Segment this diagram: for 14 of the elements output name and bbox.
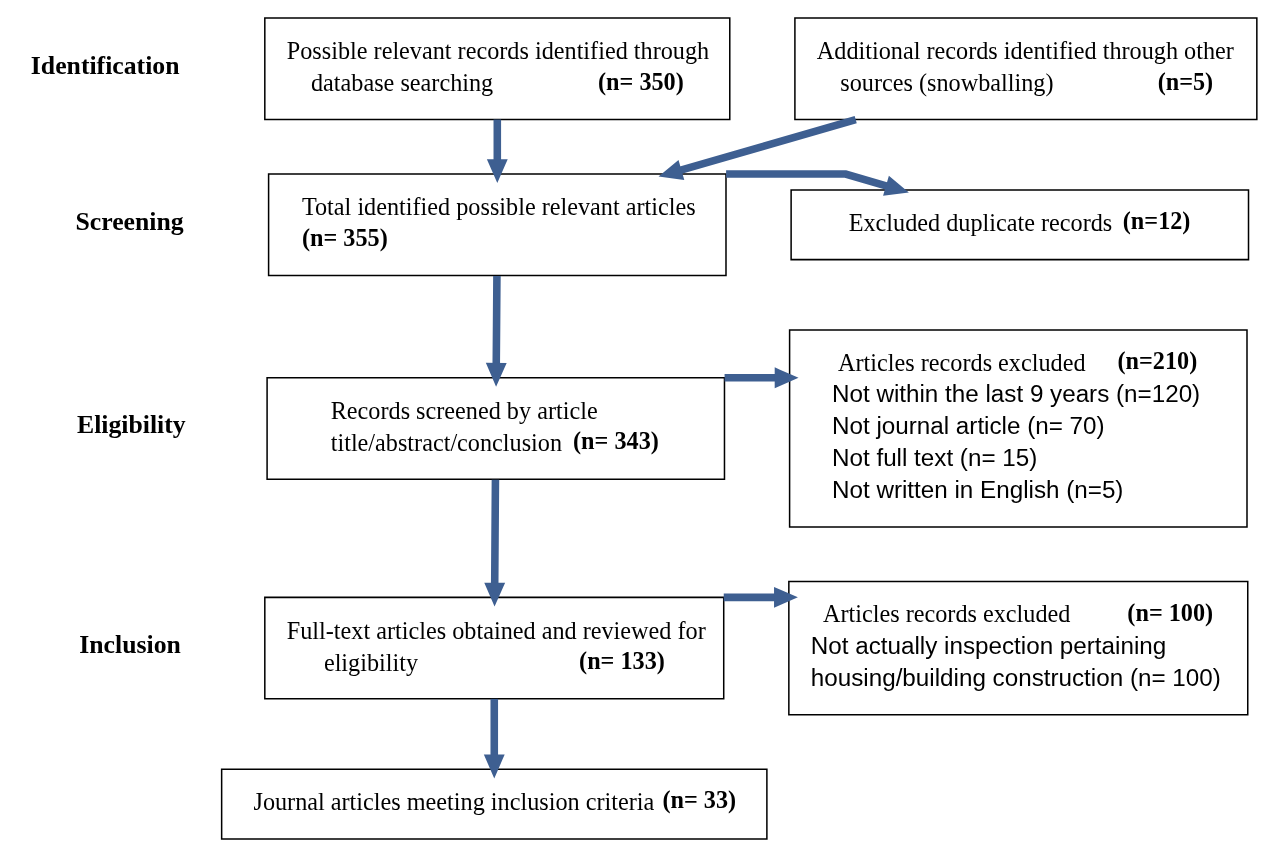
arrow bbox=[658, 115, 857, 180]
node-box: Excluded duplicate records (n=12) bbox=[790, 188, 1250, 260]
label: Inclusion bbox=[79, 629, 181, 659]
label: Screening bbox=[75, 205, 184, 235]
node-box: Total identified possible relevant articles (n= 355) bbox=[267, 172, 727, 276]
node-box: Journal articles meeting inclusion criteria (n= 33) bbox=[220, 768, 768, 840]
label: Eligibility bbox=[77, 409, 186, 439]
node-box: Possible relevant records identified through database searching (n= 350) bbox=[264, 16, 731, 120]
label: Identification bbox=[30, 49, 180, 79]
node-box: Full-text articles obtained and reviewed for eligibility (n= 133) bbox=[264, 596, 725, 700]
node-box: Articles records excluded (n= 100) Not actually inspection pertaining housing/building construction (n= 100) bbox=[788, 580, 1249, 715]
node-box: Records screened by article title/abstract/conclusion (n= 343) bbox=[266, 376, 726, 480]
node-box: Additional records identified through other sources (snowballing) (n=5) bbox=[794, 16, 1258, 120]
node-box: Articles records excluded (n=210) Not within the last 9 years (n=120) Not journal article (n= 70) Not full text (n= 15) Not written in English (n=5) bbox=[788, 328, 1248, 528]
